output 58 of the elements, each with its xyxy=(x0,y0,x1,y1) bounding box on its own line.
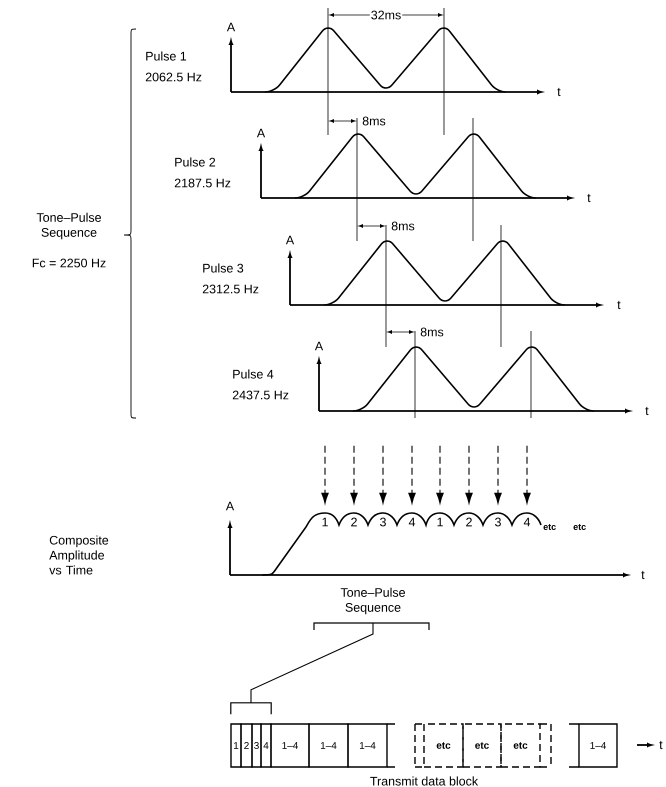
frequency-label: 2187.5 Hz xyxy=(174,178,230,188)
axis-label: A xyxy=(226,22,236,32)
frequency-label: 2312.5 Hz xyxy=(202,284,258,294)
carrier-frequency-label: Fc = 2250 Hz xyxy=(32,258,106,268)
pulse-name: Pulse 1 xyxy=(146,51,186,61)
arrow xyxy=(321,446,329,504)
block-cell: 4 xyxy=(260,723,272,768)
axis-title: Composite Amplitude vs Time xyxy=(49,535,108,575)
arrow xyxy=(465,446,473,504)
arrow xyxy=(436,446,444,504)
block-cell: 2 xyxy=(240,723,253,768)
axis-label: t xyxy=(557,88,561,96)
pulse-number: 1 xyxy=(437,518,443,526)
arrow xyxy=(408,446,416,504)
block-cell: 1–4 xyxy=(578,723,618,768)
axis-label: t xyxy=(587,194,591,202)
pulse-number: 2 xyxy=(466,518,472,526)
block-cell: etc xyxy=(423,723,464,768)
pulse-number: 4 xyxy=(408,518,416,526)
dimension-label: 8ms xyxy=(361,116,387,126)
arrow xyxy=(379,446,387,504)
block-caption: Transmit data block xyxy=(370,776,478,786)
pulse-number: 3 xyxy=(495,518,501,526)
pulse-number: 3 xyxy=(380,518,386,526)
dimension-label: 32ms xyxy=(370,10,402,20)
arrow xyxy=(494,446,502,504)
brace-label: Tone–Pulse Sequence xyxy=(36,212,101,240)
bracket xyxy=(230,702,272,714)
axis-label: A xyxy=(256,128,266,138)
block-cell: 1–4 xyxy=(308,723,349,768)
pulse-name: Pulse 3 xyxy=(203,263,244,273)
axis-label: A xyxy=(226,502,234,510)
block-cell: 1 xyxy=(230,723,242,768)
dimension-label: 8ms xyxy=(419,326,445,338)
dimension-label: 8ms xyxy=(390,220,416,232)
pulse-number: 2 xyxy=(351,518,357,526)
axis-label: A xyxy=(286,236,294,244)
arrow xyxy=(350,446,358,504)
axis-label: t xyxy=(641,570,645,580)
block-cell: 1–4 xyxy=(270,723,310,768)
axis-label: t xyxy=(617,300,621,310)
bracket-label: Tone–Pulse Sequence xyxy=(340,588,405,614)
axis-label: t xyxy=(659,740,663,750)
arrow xyxy=(523,446,531,504)
pulse-name: Pulse 4 xyxy=(233,369,274,379)
pulse-number: 1 xyxy=(322,518,328,526)
block-cell: 1–4 xyxy=(347,723,388,768)
axis-label: t xyxy=(645,406,649,416)
block-cell: etc xyxy=(500,723,541,768)
block-cell: 3 xyxy=(251,723,262,768)
etc-label: etc xyxy=(544,524,556,530)
frequency-label: 2437.5 Hz xyxy=(232,390,288,400)
etc-label: etc xyxy=(574,524,586,530)
pulse-name: Pulse 2 xyxy=(175,157,216,167)
axis-label: A xyxy=(314,342,324,350)
pulse-number: 4 xyxy=(524,518,530,526)
block-cell: etc xyxy=(462,723,502,768)
frequency-label: 2062.5 Hz xyxy=(146,72,202,82)
